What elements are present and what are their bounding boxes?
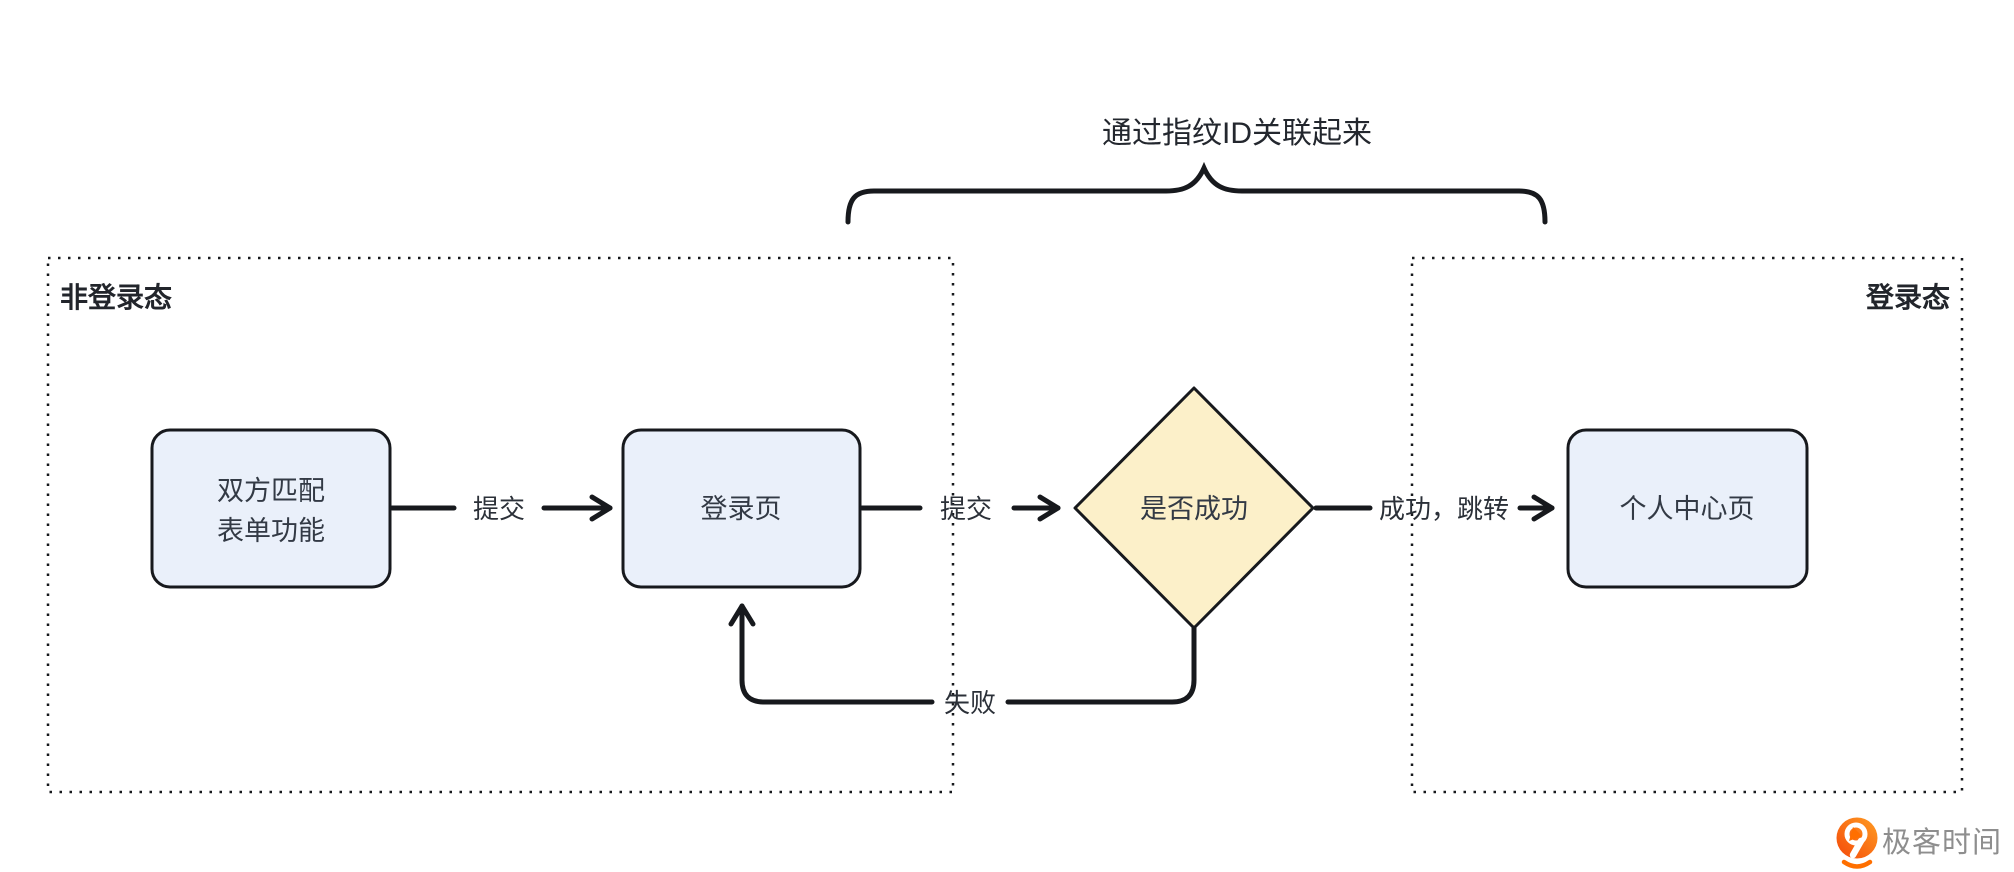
edge-submit1-label: 提交 — [473, 494, 525, 524]
node-profile-page: 个人中心页 — [1566, 428, 1809, 589]
curly-brace — [845, 161, 1548, 225]
node-login-page: 登录页 — [621, 428, 862, 589]
edge-success-label: 成功，跳转 — [1379, 494, 1509, 524]
node-match-form: 双方匹配 表单功能 — [150, 428, 392, 589]
edge-submit1: 提交 — [389, 494, 613, 524]
region-logged-out — [46, 256, 955, 794]
node-match-form-line1: 双方匹配 — [217, 476, 325, 506]
node-login-page-label: 登录页 — [701, 494, 782, 524]
geektime-logo: 极客时间 — [1836, 817, 2002, 869]
node-profile-page-box — [1566, 428, 1809, 589]
edge-submit2: 提交 — [859, 494, 1061, 524]
region-logged-out-label: 非登录态 — [60, 282, 172, 313]
edge-fail: 失败 — [728, 603, 1197, 718]
edge-success: 成功，跳转 — [1313, 494, 1555, 524]
node-match-form-line2: 表单功能 — [217, 516, 325, 546]
geektime-logo-text: 极客时间 — [1882, 826, 2002, 859]
node-profile-page-label: 个人中心页 — [1620, 494, 1755, 524]
node-match-form-box — [150, 428, 392, 589]
edge-submit2-label: 提交 — [940, 494, 992, 524]
region-logged-in-label: 登录态 — [1865, 282, 1950, 313]
region-logged-in — [1410, 256, 1964, 794]
geektime-logo-icon — [1836, 817, 1878, 869]
annotation-title: 通过指纹ID关联起来 — [1102, 117, 1372, 150]
edge-fail-label: 失败 — [944, 688, 996, 718]
node-decision: 是否成功 — [1073, 386, 1315, 630]
node-decision-label: 是否成功 — [1140, 494, 1248, 524]
